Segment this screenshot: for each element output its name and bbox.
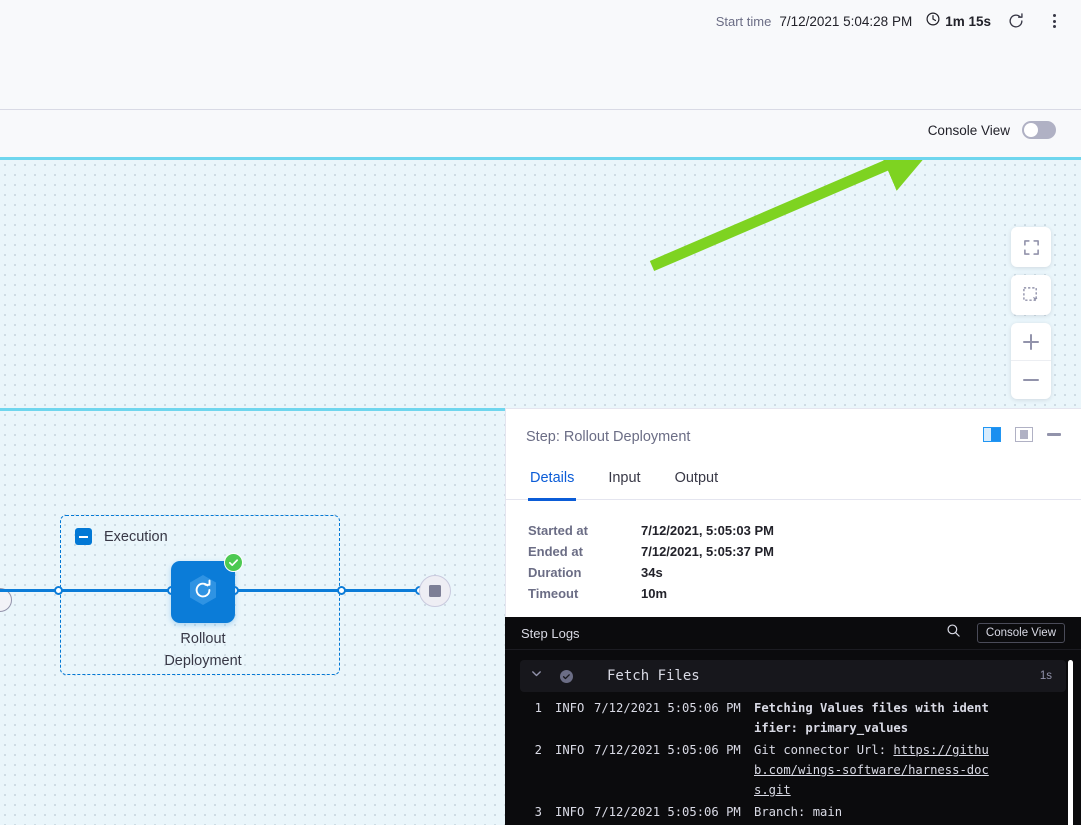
zoom-out-icon[interactable] — [1011, 361, 1051, 399]
step-label-line1: Rollout — [180, 631, 226, 647]
toggle-knob — [1024, 123, 1038, 137]
field-row: Started at 7/12/2021, 5:05:03 PM — [528, 523, 1081, 538]
check-circle-icon — [560, 669, 573, 683]
panel-view-icon[interactable] — [1015, 427, 1033, 442]
log-message: Fetching Values files with identifier: p… — [754, 701, 989, 735]
log-message: Git connector Url: https://github.com/wi… — [754, 740, 991, 800]
field-key: Ended at — [528, 544, 583, 559]
log-level: INFO — [555, 805, 585, 819]
log-section-header[interactable]: Fetch Files 1s — [520, 660, 1066, 692]
console-view-bar: Console View — [0, 110, 1081, 157]
log-message-link[interactable]: https://github.com/wings-software/harnes… — [754, 743, 989, 797]
pipeline-end-node[interactable] — [419, 575, 451, 607]
link-middle — [232, 589, 427, 592]
step-logs-header: Step Logs Console View — [505, 617, 1081, 650]
step-logs-console: Step Logs Console View — [505, 617, 1081, 825]
field-row: Timeout 10m — [528, 586, 1081, 601]
field-row: Duration 34s — [528, 565, 1081, 580]
step-node-rollout-deployment[interactable] — [171, 553, 243, 623]
field-value: 10m — [641, 586, 668, 601]
log-timestamp: 7/12/2021 5:05:06 PM — [594, 805, 741, 819]
field-value: 34s — [641, 565, 663, 580]
execution-meta: Start time 7/12/2021 5:04:28 PM 1m 15s — [716, 8, 1067, 34]
log-message: Branch: main — [754, 805, 843, 819]
tab-output[interactable]: Output — [674, 470, 719, 486]
log-section-duration: 1s — [1039, 670, 1052, 682]
log-level: INFO — [555, 701, 585, 715]
execution-group[interactable]: Execution — [60, 515, 340, 675]
execution-header: Start time 7/12/2021 5:04:28 PM 1m 15s — [0, 0, 1081, 110]
log-level: INFO — [555, 743, 585, 757]
field-row: Ended at 7/12/2021, 5:05:37 PM — [528, 544, 1081, 559]
log-line: 1 INFO 7/12/2021 5:05:06 PM Fetching Val… — [520, 698, 1081, 738]
field-key: Started at — [528, 523, 588, 538]
chevron-down-icon[interactable] — [530, 667, 543, 685]
duration-value: 1m 15s — [945, 13, 991, 29]
log-message-prefix: Git connector Url: — [754, 743, 894, 757]
step-detail-tabs[interactable]: Details Input Output — [506, 464, 1081, 501]
field-value: 7/12/2021, 5:05:03 PM — [641, 523, 774, 538]
minimize-icon[interactable] — [1047, 433, 1061, 436]
console-view-control[interactable]: Console View — [928, 121, 1056, 139]
port-in-group — [54, 586, 63, 595]
field-key: Timeout — [528, 586, 579, 601]
log-section-name: Fetch Files — [607, 668, 700, 684]
execution-group-header[interactable]: Execution — [75, 528, 168, 545]
duration-group: 1m 15s — [926, 11, 991, 31]
split-view-icon[interactable] — [983, 427, 1001, 442]
start-time-label: Start time — [715, 13, 772, 29]
step-logs-title: Step Logs — [521, 625, 580, 641]
field-value: 7/12/2021, 5:05:37 PM — [641, 544, 774, 559]
log-scrollbar[interactable] — [1068, 660, 1073, 825]
status-badge-success — [224, 553, 243, 572]
log-timestamp: 7/12/2021 5:05:06 PM — [594, 743, 741, 757]
selection-box-icon[interactable] — [1011, 275, 1051, 315]
step-detail-fields: Started at 7/12/2021, 5:05:03 PM Ended a… — [506, 500, 1081, 601]
pipeline-start-node[interactable] — [0, 588, 12, 612]
log-line-number: 2 — [534, 743, 542, 757]
step-detail-header: Step: Rollout Deployment — [506, 409, 1081, 464]
start-time-value: 7/12/2021 5:04:28 PM — [779, 13, 913, 29]
rollout-deployment-icon — [183, 570, 223, 615]
console-view-toggle[interactable] — [1022, 121, 1056, 139]
zoom-controls[interactable] — [1011, 323, 1051, 399]
stop-icon — [429, 585, 441, 597]
clock-icon — [926, 11, 940, 31]
console-view-label: Console View — [927, 122, 1010, 138]
step-detail-title: Step: Rollout Deployment — [526, 428, 691, 445]
step-node-label: Rollout Deployment — [143, 628, 263, 672]
collapse-icon[interactable] — [75, 528, 92, 545]
execution-group-title: Execution — [104, 528, 168, 545]
link-start — [0, 589, 175, 592]
canvas-controls[interactable] — [1011, 227, 1051, 399]
tab-details[interactable]: Details — [528, 464, 577, 501]
log-timestamp: 7/12/2021 5:05:06 PM — [594, 701, 741, 715]
search-icon[interactable] — [946, 623, 961, 643]
step-logs-actions[interactable]: Console View — [946, 623, 1065, 643]
log-lines[interactable]: 1 INFO 7/12/2021 5:05:06 PM Fetching Val… — [505, 698, 1081, 822]
step-detail-view-controls[interactable] — [983, 427, 1061, 442]
field-key: Duration — [528, 565, 582, 580]
step-label-line2: Deployment — [164, 653, 242, 669]
fit-to-screen-icon[interactable] — [1011, 227, 1051, 267]
port-group-out — [337, 586, 346, 595]
log-line-number: 1 — [534, 701, 542, 715]
logs-console-view-button[interactable]: Console View — [976, 623, 1065, 643]
log-line: 2 INFO 7/12/2021 5:05:06 PM Git connecto… — [520, 740, 1081, 800]
zoom-in-icon[interactable] — [1011, 323, 1051, 361]
tab-input[interactable]: Input — [608, 470, 641, 486]
log-line-number: 3 — [534, 805, 542, 819]
more-vertical-icon[interactable] — [1041, 8, 1067, 34]
log-line: 3 INFO 7/12/2021 5:05:06 PM Branch: main — [520, 802, 1081, 822]
refresh-icon[interactable] — [1003, 8, 1029, 34]
